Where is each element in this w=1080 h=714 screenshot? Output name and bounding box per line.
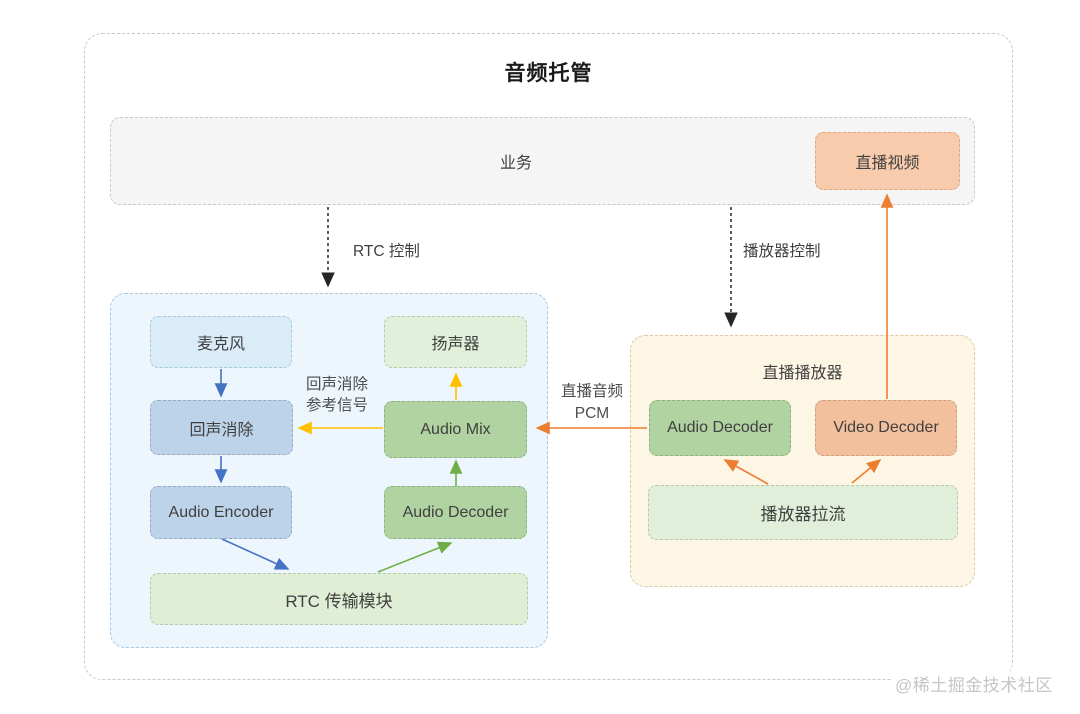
echo-reference-line2: 参考信号: [305, 397, 368, 414]
rtc-audio-decoder-label: Audio Decoder: [402, 503, 509, 521]
rtc-control-label: RTC 控制: [353, 243, 420, 260]
video-decoder-label: Video Decoder: [833, 419, 939, 436]
echo-reference-label: 回声消除 参考信号: [294, 374, 380, 416]
live-player-container: [630, 335, 975, 587]
diagram-title: 音频托管: [504, 62, 593, 85]
player-pull-label: 播放器拉流: [760, 505, 846, 524]
video-decoder-node: Video Decoder: [815, 400, 957, 456]
audio-encoder-label: Audio Encoder: [168, 503, 274, 521]
live-player-title: 直播播放器: [762, 365, 843, 382]
business-label: 业务: [499, 155, 532, 172]
audio-mix-label: Audio Mix: [420, 420, 491, 438]
live-audio-pcm-line1: 直播音频: [560, 383, 623, 400]
audio-mix-node: Audio Mix: [384, 401, 527, 458]
audio-encoder-node: Audio Encoder: [150, 486, 292, 539]
echo-cancel-node: 回声消除: [150, 400, 293, 455]
player-audio-decoder-label: Audio Decoder: [667, 419, 773, 436]
player-pull-node: 播放器拉流: [648, 485, 958, 540]
rtc-transport-node: RTC 传输模块: [150, 573, 528, 625]
echo-cancel-label: 回声消除: [189, 421, 254, 439]
live-audio-pcm-line2: PCM: [574, 405, 610, 422]
rtc-audio-decoder-node: Audio Decoder: [384, 486, 527, 539]
rtc-transport-label: RTC 传输模块: [285, 591, 393, 611]
microphone-node: 麦克风: [150, 316, 292, 368]
player-control-label: 播放器控制: [743, 243, 821, 260]
audio-hosting-frame: [84, 33, 1013, 680]
live-audio-pcm-label: 直播音频 PCM: [550, 381, 634, 425]
live-video-node: 直播视频: [815, 132, 960, 190]
echo-reference-line1: 回声消除: [305, 376, 368, 393]
microphone-label: 麦克风: [196, 336, 245, 353]
speaker-node: 扬声器: [384, 316, 527, 368]
player-audio-decoder-node: Audio Decoder: [649, 400, 791, 456]
live-video-label: 直播视频: [855, 155, 920, 172]
speaker-label: 扬声器: [431, 336, 480, 353]
watermark: @稀土掘金技术社区: [892, 671, 1056, 696]
